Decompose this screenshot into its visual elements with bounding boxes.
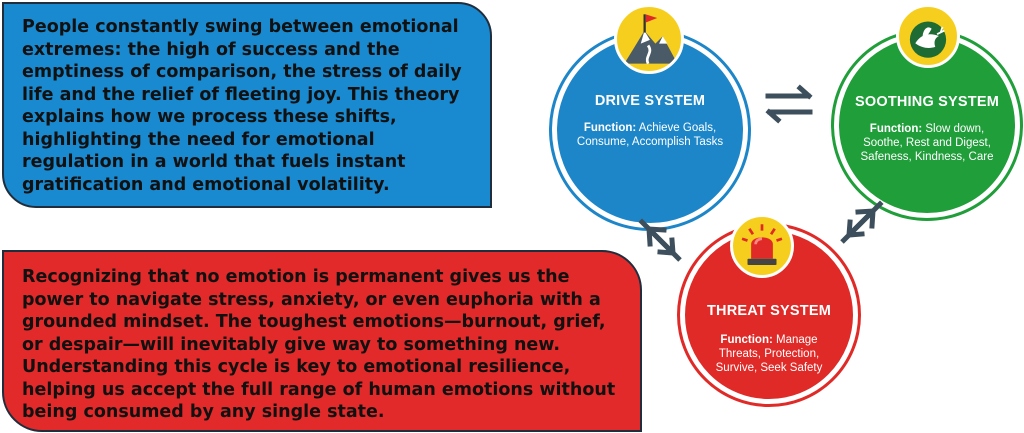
threat-function-text: Manage Threats, Protection, Survive, See…	[715, 334, 823, 374]
mountain-flag-icon	[614, 4, 684, 74]
resilience-text-box: Recognizing that no emotion is permanent…	[2, 250, 642, 432]
drive-function-text: Achieve Goals, Consume, Accomplish Tasks	[576, 122, 724, 148]
soothing-system-function: Function: Slow down, Soothe, Rest and Di…	[853, 122, 1001, 164]
drive-threat-arrows-icon	[634, 214, 688, 266]
soothing-system-title: SOOTHING SYSTEM	[855, 94, 999, 110]
drive-function-label: Function:	[583, 122, 637, 134]
intro-text: People constantly swing between emotiona…	[22, 17, 462, 195]
drive-system-title: DRIVE SYSTEM	[594, 93, 706, 109]
resilience-text: Recognizing that no emotion is permanent…	[22, 267, 616, 422]
dove-icon	[896, 4, 960, 68]
soothing-function-label: Function:	[869, 123, 923, 135]
drive-soothing-arrows-icon	[762, 84, 816, 124]
soothing-function-text: Slow down, Soothe, Rest and Digest, Safe…	[860, 123, 994, 163]
siren-icon	[730, 214, 794, 278]
drive-system-function: Function: Achieve Goals, Consume, Accomp…	[571, 121, 729, 149]
intro-text-box: People constantly swing between emotiona…	[2, 2, 492, 208]
threat-system-function: Function: Manage Threats, Protection, Su…	[699, 333, 839, 375]
threat-function-label: Function:	[720, 334, 773, 346]
threat-system-title: THREAT SYSTEM	[707, 303, 831, 319]
soothing-system-circle: SOOTHING SYSTEM Function: Slow down, Soo…	[834, 32, 1020, 218]
soothing-threat-arrows-icon	[834, 196, 888, 248]
